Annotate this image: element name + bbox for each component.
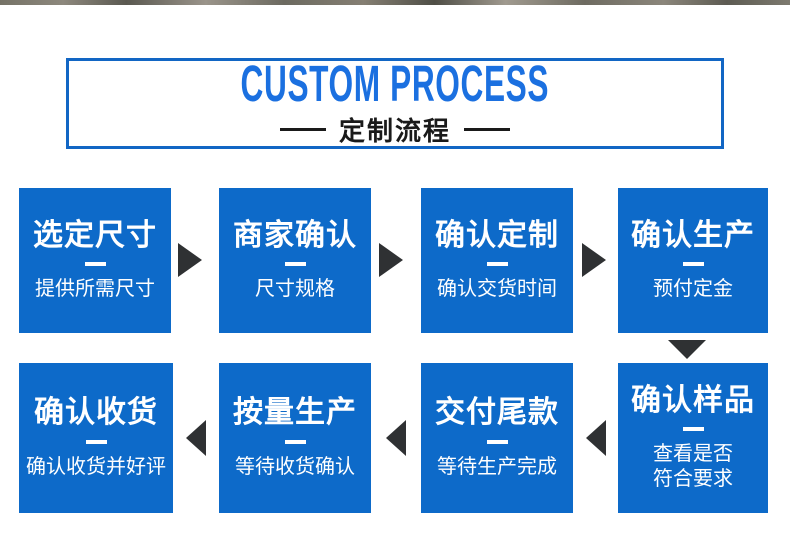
section-title-zh: 定制流程 — [338, 115, 451, 146]
step-title: 确认生产 — [631, 218, 755, 252]
section-title-zh-row: 定制流程 — [279, 111, 510, 148]
left-dash-line — [279, 127, 326, 131]
step-box-6: 交付尾款 等待生产完成 — [421, 363, 573, 513]
arrow-left-icon — [586, 420, 606, 456]
photo-edge-strip — [0, 0, 790, 5]
title-dash — [84, 262, 106, 267]
step-box-7: 按量生产 等待收货确认 — [219, 363, 371, 513]
step-box-2: 商家确认 尺寸规格 — [219, 188, 371, 333]
step-title: 按量生产 — [233, 396, 357, 430]
step-box-1: 选定尺寸 提供所需尺寸 — [19, 188, 171, 333]
title-dash — [682, 262, 704, 267]
arrow-right-icon — [178, 243, 202, 277]
step-title: 商家确认 — [233, 218, 357, 252]
step-box-8: 确认收货 确认收货并好评 — [19, 363, 173, 513]
title-dash — [486, 262, 508, 267]
step-box-5: 确认样品 查看是否 符合要求 — [618, 363, 768, 513]
step-title: 交付尾款 — [435, 396, 559, 430]
step-subtitle: 提供所需尺寸 — [35, 278, 155, 301]
arrow-down-icon — [668, 340, 706, 359]
step-title: 确认定制 — [435, 218, 559, 252]
step-subtitle: 查看是否 符合要求 — [653, 443, 733, 491]
step-box-4: 确认生产 预付定金 — [618, 188, 768, 333]
step-box-3: 确认定制 确认交货时间 — [421, 188, 573, 333]
step-subtitle: 确认收货并好评 — [26, 455, 166, 478]
arrow-left-icon — [386, 420, 406, 456]
step-title: 确认样品 — [631, 383, 755, 417]
title-dash — [85, 439, 107, 444]
arrow-left-icon — [186, 420, 206, 456]
step-subtitle: 预付定金 — [653, 278, 733, 301]
title-dash — [284, 262, 306, 267]
step-subtitle: 尺寸规格 — [255, 278, 335, 301]
step-subtitle: 确认交货时间 — [437, 278, 557, 301]
step-subtitle: 等待收货确认 — [235, 455, 355, 478]
title-dash — [682, 427, 704, 432]
arrow-right-icon — [379, 243, 403, 277]
right-dash-line — [464, 127, 510, 131]
arrow-right-icon — [582, 243, 606, 277]
section-title-en: CUSTOM PROCESS — [240, 55, 550, 112]
section-header: CUSTOM PROCESS 定制流程 — [66, 58, 724, 149]
title-dash — [486, 439, 508, 444]
section-title-en-wrap: CUSTOM PROCESS — [146, 58, 644, 109]
step-subtitle: 等待生产完成 — [437, 455, 557, 478]
step-title: 选定尺寸 — [33, 218, 157, 252]
step-title: 确认收货 — [34, 396, 158, 430]
title-dash — [284, 439, 306, 444]
